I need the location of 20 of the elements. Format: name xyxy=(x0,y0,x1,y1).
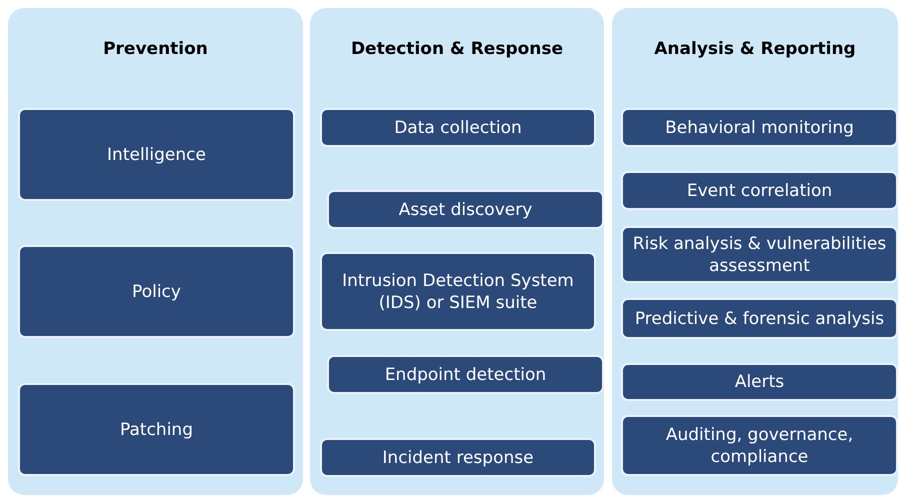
capability-box: Asset discovery xyxy=(327,190,604,229)
column-heading: Prevention xyxy=(102,38,209,60)
capability-box: Intelligence xyxy=(18,108,295,201)
column-panel xyxy=(612,8,898,495)
capability-box: Data collection xyxy=(320,108,596,147)
capability-box: Behavioral monitoring xyxy=(621,108,898,147)
column-panel xyxy=(8,8,303,495)
capability-box: Patching xyxy=(18,383,295,476)
capability-box: Policy xyxy=(18,245,295,338)
column-heading: Detection & Response xyxy=(350,38,564,60)
capability-box: Auditing, governance, compliance xyxy=(621,415,898,476)
capability-box: Event correlation xyxy=(621,171,898,210)
capability-box: Endpoint detection xyxy=(327,355,604,394)
column-panel xyxy=(310,8,604,495)
capability-box: Predictive & forensic analysis xyxy=(621,298,898,339)
capability-box: Intrusion Detection System (IDS) or SIEM suite xyxy=(320,252,596,331)
column-heading: Analysis & Reporting xyxy=(653,38,857,60)
capability-box: Incident response xyxy=(320,438,596,477)
capability-box: Risk analysis & vulnerabilities assessment xyxy=(621,226,898,283)
capability-box: Alerts xyxy=(621,363,898,401)
